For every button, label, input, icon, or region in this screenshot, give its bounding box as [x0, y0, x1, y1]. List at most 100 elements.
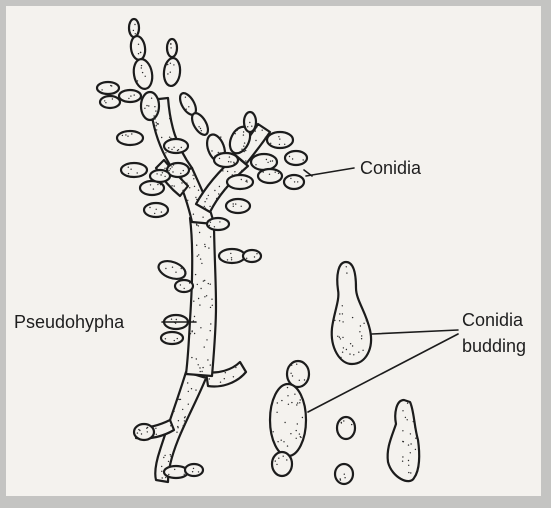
stipple-dot	[297, 402, 298, 403]
stipple-dot	[203, 280, 204, 281]
stipple-dot	[173, 411, 174, 412]
stipple-dot	[262, 130, 263, 131]
stipple-dot	[180, 399, 181, 400]
stipple-dot	[182, 190, 183, 191]
stipple-dot	[343, 420, 344, 421]
stipple-dot	[125, 134, 126, 135]
stipple-dot	[171, 185, 172, 186]
stipple-dot	[193, 214, 194, 215]
stipple-dot	[192, 175, 193, 176]
stipple-dot	[209, 225, 210, 226]
conidium	[144, 203, 168, 217]
stipple-dot	[134, 24, 135, 25]
stipple-dot	[290, 373, 291, 374]
stipple-dot	[230, 253, 231, 254]
stipple-dot	[196, 245, 197, 246]
stipple-dot	[149, 207, 150, 208]
stipple-dot	[263, 171, 264, 172]
stipple-dot	[197, 256, 198, 257]
stipple-dot	[180, 284, 181, 285]
stipple-dot	[300, 437, 301, 438]
stipple-dot	[277, 402, 278, 403]
stipple-dot	[292, 158, 293, 159]
stipple-dot	[408, 460, 409, 461]
stipple-dot	[141, 433, 142, 434]
stipple-dot	[200, 327, 201, 328]
stipple-dot	[254, 256, 255, 257]
stipple-dot	[180, 173, 181, 174]
stipple-dot	[163, 457, 164, 458]
stipple-dot	[187, 200, 188, 201]
stipple-dot	[334, 320, 335, 321]
label-conidia-budding-line1: Conidia	[462, 310, 524, 330]
conidium	[267, 132, 293, 148]
stipple-dot	[235, 133, 236, 134]
stipple-dot	[144, 108, 145, 109]
stipple-dot	[211, 299, 212, 300]
stipple-dot	[407, 419, 408, 420]
stipple-dot	[294, 181, 295, 182]
stipple-dot	[287, 445, 288, 446]
stipple-dot	[246, 180, 247, 181]
stipple-dot	[225, 188, 226, 189]
stipple-dot	[162, 477, 163, 478]
stipple-dot	[173, 164, 174, 165]
stipple-dot	[208, 195, 209, 196]
stipple-dot	[210, 330, 211, 331]
stipple-dot	[156, 173, 157, 174]
stipple-dot	[352, 345, 353, 346]
stipple-dot	[148, 64, 149, 65]
stipple-dot	[167, 73, 168, 74]
stipple-dot	[204, 244, 205, 245]
stipple-dot	[155, 428, 156, 429]
stipple-dot	[181, 147, 182, 148]
stipple-dot	[205, 246, 206, 247]
stipple-dot	[220, 136, 221, 137]
stipple-dot	[158, 123, 159, 124]
stipple-dot	[161, 471, 162, 472]
stipple-dot	[161, 211, 162, 212]
label-conidia: Conidia	[360, 158, 422, 178]
stipple-dot	[164, 455, 165, 456]
stipple-dot	[209, 378, 210, 379]
stipple-dot	[204, 206, 205, 207]
stipple-dot	[410, 443, 411, 444]
stipple-dot	[210, 236, 211, 237]
stipple-dot	[297, 423, 298, 424]
stipple-dot	[198, 298, 199, 299]
stipple-dot	[410, 404, 411, 405]
stipple-dot	[141, 67, 142, 68]
stipple-dot	[204, 296, 205, 297]
stipple-dot	[200, 371, 201, 372]
stipple-dot	[104, 100, 105, 101]
stipple-dot	[156, 434, 157, 435]
stipple-dot	[276, 464, 277, 465]
conidium	[185, 464, 203, 476]
stipple-dot	[202, 217, 203, 218]
stipple-dot	[193, 301, 194, 302]
conidium	[243, 250, 261, 262]
stipple-dot	[358, 352, 359, 353]
stipple-dot	[301, 396, 302, 397]
stipple-dot	[410, 452, 411, 453]
stipple-dot	[276, 412, 277, 413]
stipple-dot	[402, 430, 403, 431]
stipple-dot	[207, 359, 208, 360]
stipple-dot	[303, 159, 304, 160]
stipple-dot	[170, 168, 171, 169]
stipple-dot	[224, 378, 225, 379]
stipple-dot	[164, 176, 165, 177]
stipple-dot	[158, 101, 159, 102]
stipple-dot	[170, 43, 171, 44]
stipple-dot	[172, 171, 173, 172]
conidium	[119, 90, 141, 102]
stipple-dot	[168, 461, 169, 462]
stipple-dot	[195, 197, 196, 198]
stipple-dot	[181, 182, 182, 183]
stipple-dot	[156, 122, 157, 123]
conidium	[285, 151, 307, 165]
stipple-dot	[187, 162, 188, 163]
stipple-dot	[227, 259, 228, 260]
stipple-dot	[212, 305, 213, 306]
stipple-dot	[351, 424, 352, 425]
